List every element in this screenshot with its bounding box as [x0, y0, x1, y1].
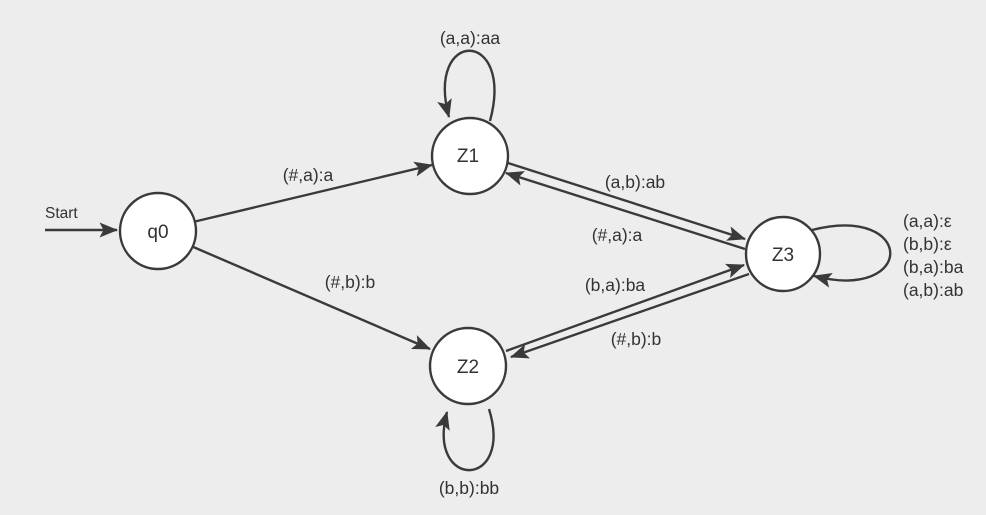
transition-z3-z2-label: (#,b):b: [611, 329, 662, 349]
transition-q0-z1-label: (#,a):a: [283, 165, 334, 185]
state-z1-label: Z1: [457, 146, 479, 167]
transition-z3-self-label-line1: (a,a):ε: [903, 211, 952, 231]
transition-z2-z3: [505, 263, 745, 353]
transition-q0-z1: [192, 161, 433, 224]
state-z3-circle: [744, 215, 822, 293]
transition-q0-z2-label: (#,b):b: [325, 272, 376, 292]
states: q0 Z1 Z2 Z3: [118, 116, 822, 406]
transition-z2-self-label: (b,b):bb: [439, 478, 499, 498]
state-q0-circle: [118, 191, 198, 271]
transition-z1-self-loop: [437, 49, 496, 122]
state-z1-circle: [430, 116, 510, 196]
transition-z3-z2: [510, 272, 750, 359]
state-z3: Z3: [744, 215, 822, 293]
transition-z3-z1: [505, 171, 746, 251]
state-z2-label: Z2: [457, 357, 479, 378]
start-label: Start: [45, 205, 78, 222]
transition-z3-self-label: (a,a):ε (b,b):ε (b,a):ba (a,b):ab: [903, 211, 964, 300]
state-z2-circle: [428, 326, 508, 406]
state-q0-label: q0: [147, 222, 168, 243]
state-z3-label: Z3: [772, 245, 794, 266]
transition-z1-z3: [507, 161, 746, 241]
transition-z3-self-label-line4: (a,b):ab: [903, 280, 963, 300]
transition-z1-self-label: (a,a):aa: [440, 28, 501, 48]
transition-z3-self-label-line2: (b,b):ε: [903, 234, 952, 254]
transitions: (#,a):a (#,b):b (a,a):aa (a,b):ab (#,a):…: [190, 28, 964, 498]
transition-z3-self-loop: [811, 224, 892, 288]
state-q0: q0: [118, 191, 198, 271]
state-z1: Z1: [430, 116, 510, 196]
transition-z2-z3-label: (b,a):ba: [585, 275, 646, 295]
transition-z1-z3-label: (a,b):ab: [605, 172, 665, 192]
transition-z2-self-loop: [435, 408, 495, 472]
state-z2: Z2: [428, 326, 508, 406]
transition-z3-self-label-line3: (b,a):ba: [903, 257, 964, 277]
start-pointer: Start: [45, 205, 118, 238]
transition-q0-z2: [190, 244, 431, 351]
transition-z3-z1-label: (#,a):a: [592, 225, 643, 245]
